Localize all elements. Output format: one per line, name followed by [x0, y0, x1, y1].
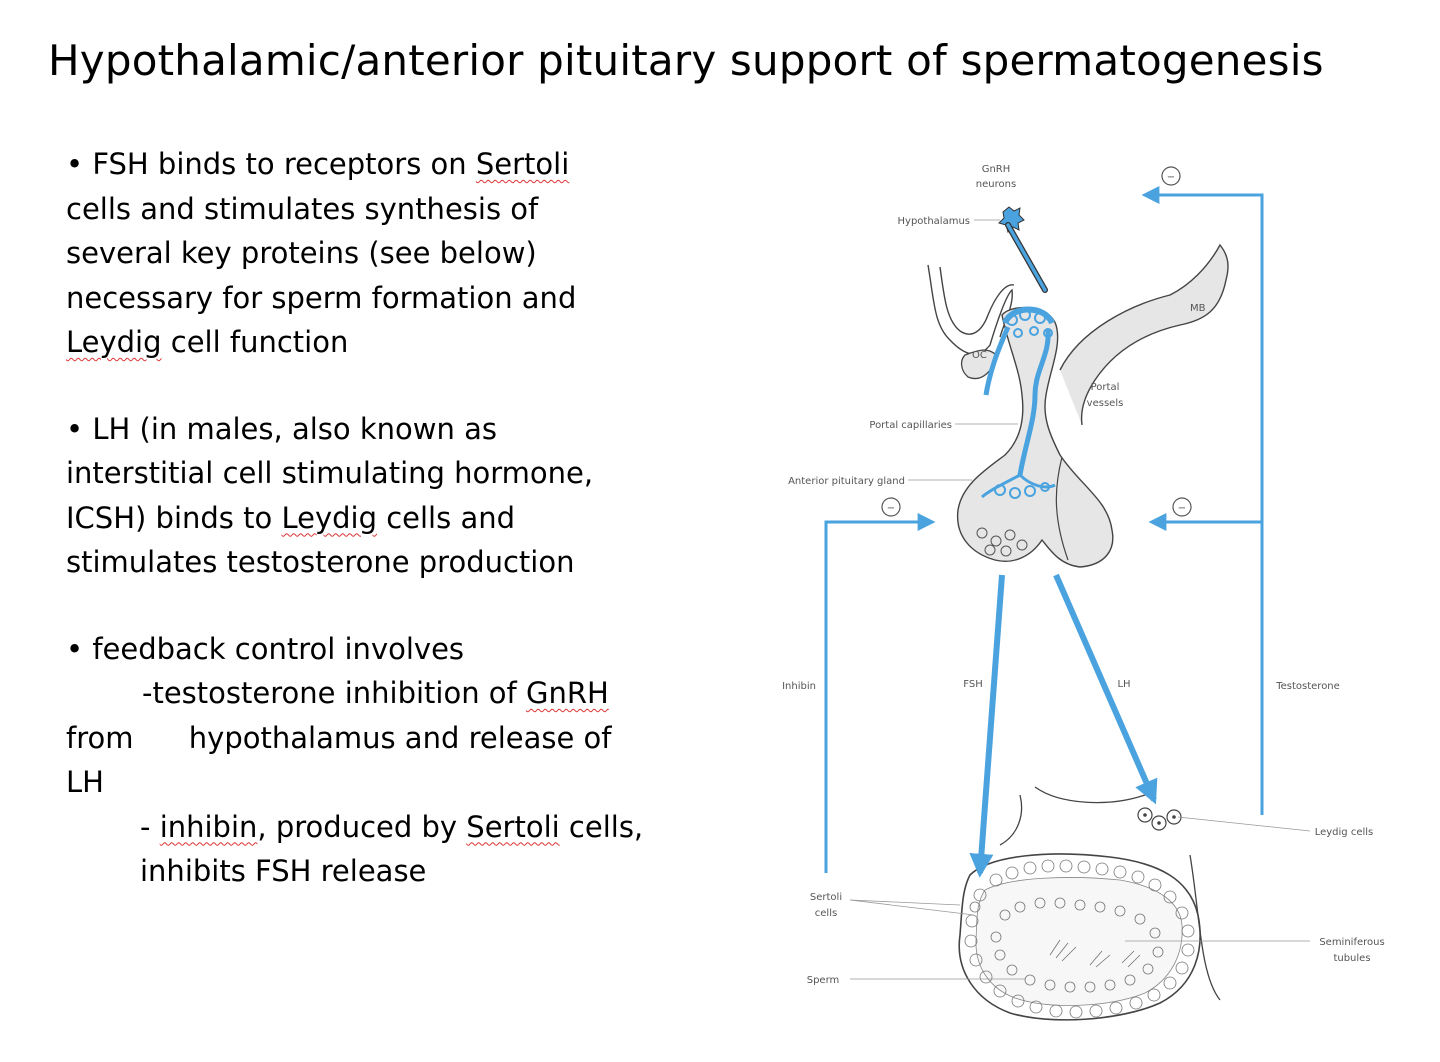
sperm-tails [1049, 939, 1141, 968]
testosterone-feedback-line [1141, 186, 1264, 815]
label-sertoli-cells: Sertoli [810, 892, 842, 903]
label-portal-capillaries: Portal capillaries [869, 420, 952, 431]
mammillary-body [1059, 243, 1229, 426]
svg-text:−: − [1167, 172, 1175, 183]
minus-circle-testosterone: − [1172, 497, 1192, 517]
label-hypothalamus: Hypothalamus [898, 216, 971, 227]
bullet-list: • FSH binds to receptors on Sertoli cell… [66, 142, 746, 894]
lh-arrow [1053, 573, 1158, 805]
label-gnrh-neurons-2: neurons [976, 179, 1016, 190]
minus-circle-inhibin: − [881, 497, 901, 517]
label-oc: OC [972, 350, 987, 361]
label-mb: MB [1190, 303, 1206, 314]
interstitium-outline [999, 786, 1221, 1001]
label-fsh: FSH [963, 679, 982, 690]
hpg-axis-diagram: − − − GnRH neurons Hypothalamus MB OC Po [750, 155, 1422, 1040]
bullet-lh: • LH (in males, also known as interstiti… [66, 411, 594, 580]
leader-lines [849, 219, 1311, 980]
label-inhibin: Inhibin [782, 681, 816, 692]
svg-text:−: − [887, 503, 895, 514]
inhibin-feedback-line [824, 513, 936, 873]
portal-capillaries [981, 306, 1056, 499]
bullet-fsh: • FSH binds to receptors on Sertoli cell… [66, 147, 577, 359]
gnrh-neuron [998, 206, 1048, 293]
label-lh: LH [1117, 679, 1130, 690]
label-testosterone: Testosterone [1275, 681, 1340, 692]
pituitary-gland [956, 306, 1114, 568]
label-gnrh-neurons: GnRH [982, 164, 1011, 175]
seminiferous-tubule [958, 853, 1201, 1021]
label-portal-vessels-2: vessels [1087, 398, 1124, 409]
label-sertoli-cells-2: cells [815, 908, 837, 919]
hypothalamus-outline [927, 264, 1015, 380]
fsh-arrow [969, 574, 1005, 878]
label-sperm: Sperm [807, 975, 840, 986]
svg-text:−: − [1178, 503, 1186, 514]
label-anterior-pituitary: Anterior pituitary gland [788, 476, 905, 487]
label-leydig-cells: Leydig cells [1315, 827, 1374, 838]
tubule-cells [964, 859, 1195, 1019]
page-title: Hypothalamic/anterior pituitary support … [48, 36, 1324, 85]
label-seminiferous-tubules: Seminiferous [1319, 937, 1384, 948]
minus-circle-top: − [1161, 166, 1181, 186]
label-portal-vessels: Portal [1091, 382, 1120, 393]
bullet-feedback: • feedback control involves -testosteron… [66, 631, 644, 889]
label-seminiferous-tubules-2: tubules [1333, 953, 1370, 964]
